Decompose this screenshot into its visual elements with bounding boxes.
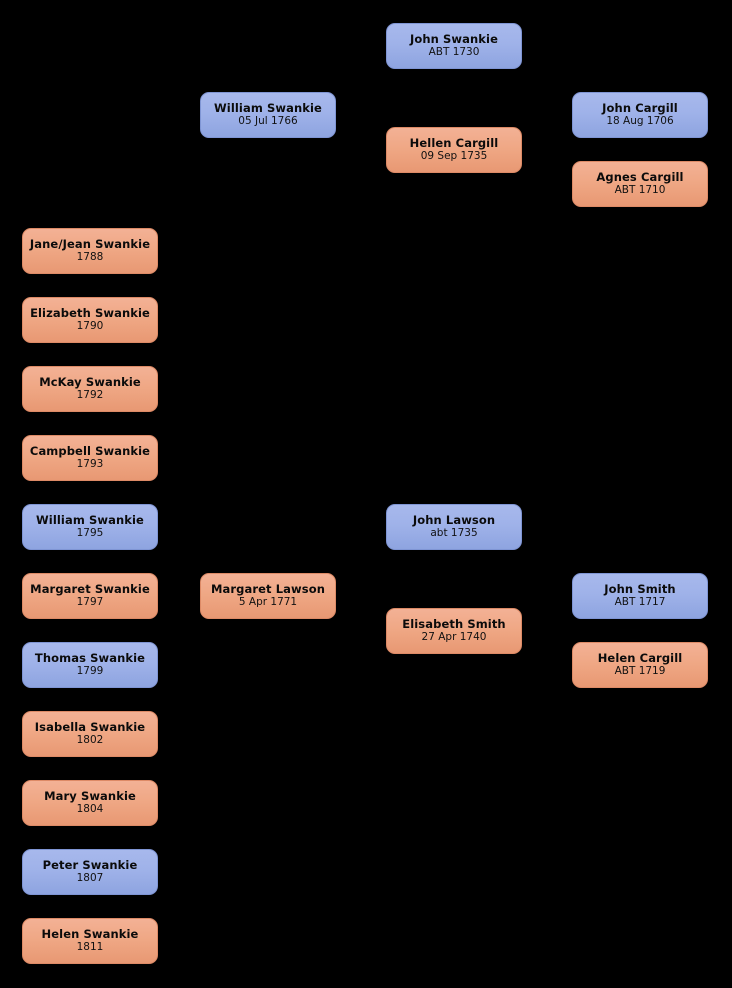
person-date: 1802: [76, 734, 104, 747]
person-date: ABT 1710: [614, 184, 666, 197]
person-date: ABT 1717: [614, 596, 666, 609]
person-name: Mary Swankie: [44, 789, 136, 804]
person-date: 18 Aug 1706: [606, 115, 674, 128]
person-name: Agnes Cargill: [596, 170, 684, 185]
person-name: Hellen Cargill: [409, 136, 499, 151]
person-date: 1788: [76, 251, 104, 264]
person-date: 1790: [76, 320, 104, 333]
person-name: John Lawson: [412, 513, 496, 528]
person-name: Thomas Swankie: [34, 651, 146, 666]
person-date: 1793: [76, 458, 104, 471]
person-name: Jane/Jean Swankie: [29, 237, 151, 252]
person-date: 05 Jul 1766: [238, 115, 298, 128]
person-name: Helen Cargill: [597, 651, 683, 666]
person-name: William Swankie: [214, 101, 322, 116]
person-name: Isabella Swankie: [34, 720, 146, 735]
person-name: Elisabeth Smith: [402, 617, 506, 632]
person-name: Margaret Swankie: [30, 582, 150, 597]
person-date: 1807: [76, 872, 104, 885]
person-date: ABT 1719: [614, 665, 666, 678]
person-name: Campbell Swankie: [29, 444, 151, 459]
person-date: 27 Apr 1740: [421, 631, 487, 644]
person-date: 1792: [76, 389, 104, 402]
person-date: ABT 1730: [428, 46, 480, 59]
person-name: Elizabeth Swankie: [30, 306, 150, 321]
person-name: John Smith: [604, 582, 676, 597]
person-name: William Swankie: [36, 513, 144, 528]
person-name: Margaret Lawson: [211, 582, 325, 597]
person-date: 5 Apr 1771: [238, 596, 298, 609]
person-name: Peter Swankie: [42, 858, 138, 873]
person-date: 1799: [76, 665, 104, 678]
person-date: 1804: [76, 803, 104, 816]
person-date: 1811: [76, 941, 104, 954]
person-name: Helen Swankie: [41, 927, 139, 942]
person-date: 1797: [76, 596, 104, 609]
person-name: John Cargill: [602, 101, 678, 116]
person-date: 09 Sep 1735: [420, 150, 488, 163]
person-date: abt 1735: [430, 527, 478, 540]
person-name: John Swankie: [409, 32, 498, 47]
person-name: McKay Swankie: [39, 375, 141, 390]
person-date: 1795: [76, 527, 104, 540]
